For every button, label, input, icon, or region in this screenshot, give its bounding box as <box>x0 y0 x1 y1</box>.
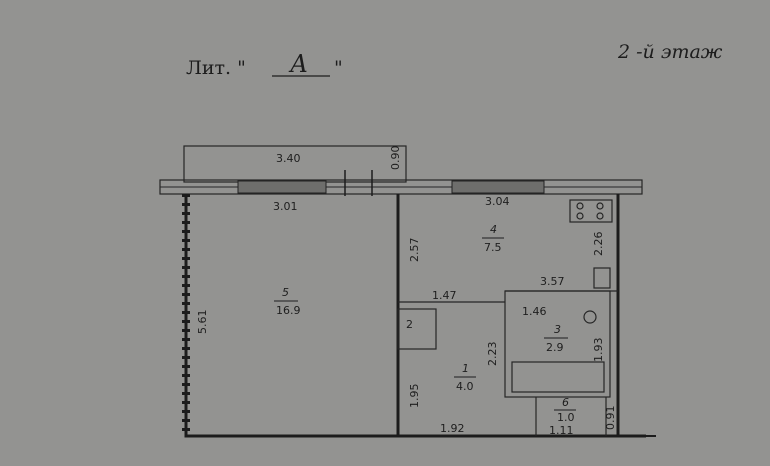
dim-room5-width: 3.01 <box>273 200 298 213</box>
dim-wc-width: 1.11 <box>549 424 574 437</box>
room-6-label: 6 1.0 <box>554 396 576 424</box>
washbasin <box>583 310 597 324</box>
stove-burner <box>576 212 584 220</box>
room-3-label: 3 2.9 <box>544 323 568 354</box>
window-room4 <box>451 180 545 194</box>
room-area: 2.9 <box>546 341 564 354</box>
dim-corridor-width: 1.47 <box>432 289 457 302</box>
dim-room4-height: 2.57 <box>408 238 421 263</box>
room-number: 3 <box>554 323 561 336</box>
room-area: 1.0 <box>557 411 575 424</box>
dim-balcony-depth: 0.90 <box>389 146 402 171</box>
dim-room5-height: 5.61 <box>196 310 209 335</box>
liter-label: Лит. " <box>186 57 246 79</box>
window-room5 <box>237 180 327 194</box>
dim-bath-width: 1.46 <box>522 305 547 318</box>
room-area: 4.0 <box>456 380 474 393</box>
outer-wall-left-bottom <box>184 194 646 438</box>
bathroom-block <box>504 290 611 398</box>
room-5-label: 5 16.9 <box>274 286 301 317</box>
room-4-label: 4 7.5 <box>482 223 504 254</box>
bathtub <box>511 361 605 393</box>
dim-wc-height: 0.91 <box>604 406 617 431</box>
stove-burner <box>596 202 604 210</box>
room-number: 6 <box>562 396 569 409</box>
room-number: 4 <box>490 223 497 236</box>
closet-room2 <box>397 308 437 350</box>
room-number: 5 <box>282 286 289 299</box>
room-area: 7.5 <box>484 241 502 254</box>
dim-bath-height: 1.93 <box>592 338 605 363</box>
room-2-label: 2 <box>406 318 413 331</box>
dim-room4-bottom: 3.57 <box>540 275 565 288</box>
dim-room4-width: 3.04 <box>485 195 510 208</box>
dim-top-overall: 3.40 <box>276 152 301 165</box>
room-area: 16.9 <box>276 304 301 317</box>
floor-label: 2 -й этаж <box>617 41 723 63</box>
kitchen-sink <box>593 267 611 289</box>
dim-hall-height: 2.23 <box>486 342 499 367</box>
stove-burner <box>596 212 604 220</box>
room-number: 2 <box>406 318 413 331</box>
dim-hall-bottom: 1.92 <box>440 422 465 435</box>
liter-value: А <box>288 50 308 78</box>
dim-kitchen-side: 2.26 <box>592 232 605 257</box>
room-number: 1 <box>462 362 469 375</box>
liter-close-quote: " <box>334 57 343 79</box>
stove-burner <box>576 202 584 210</box>
room-1-label: 1 4.0 <box>454 362 476 393</box>
stove <box>569 199 613 223</box>
dim-hall-lower: 1.95 <box>408 384 421 409</box>
